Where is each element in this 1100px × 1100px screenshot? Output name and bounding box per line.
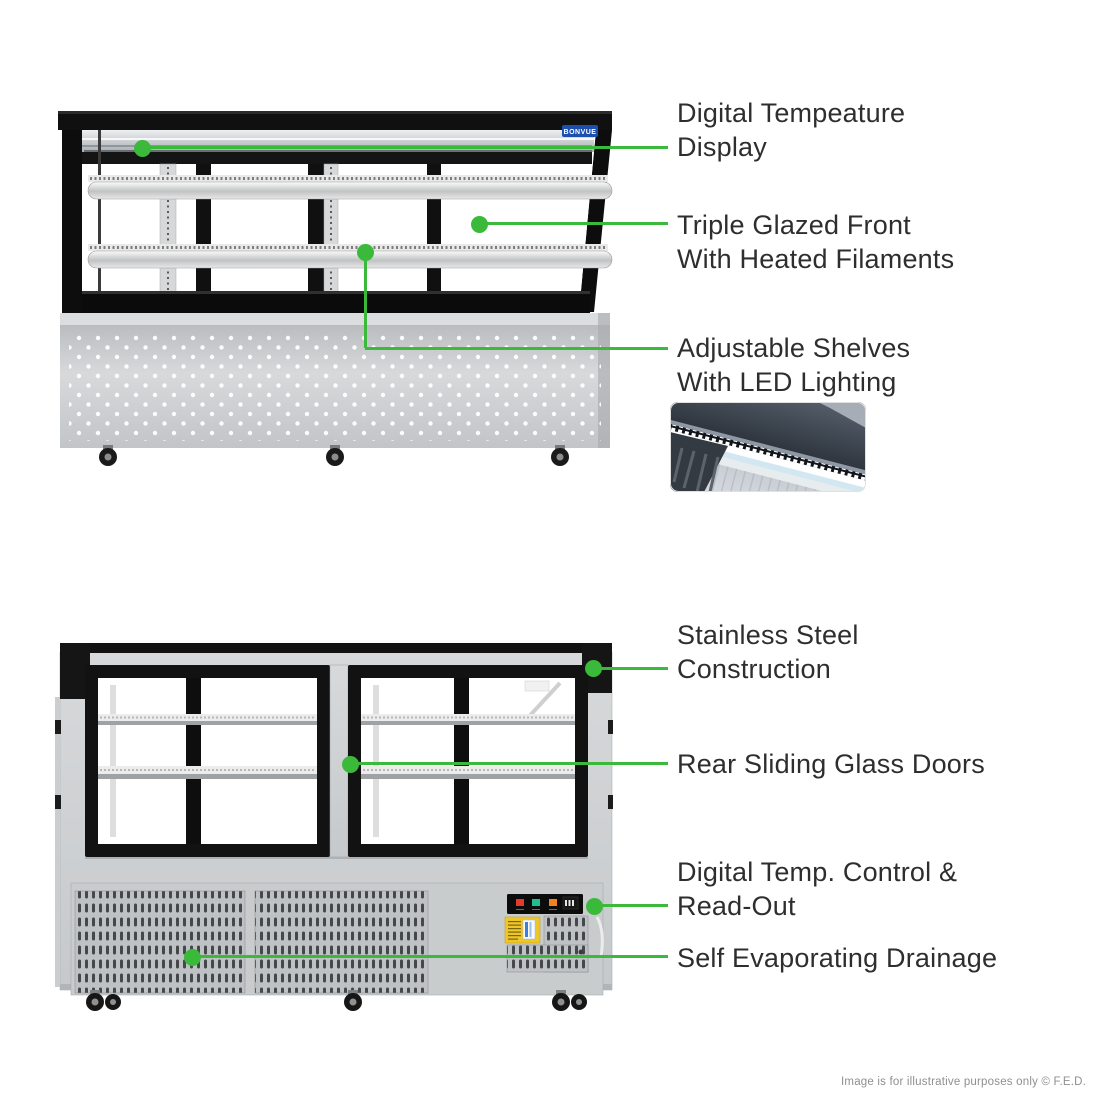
glass-shelf — [87, 244, 613, 269]
callout-line-adjustable-shelves-vertical — [364, 252, 367, 348]
callout-dot-digital-temperature-display — [134, 140, 151, 157]
callout-label-self-evaporating-drainage: Self Evaporating Drainage — [677, 943, 998, 973]
callout-dot-triple-glazed-front — [471, 216, 488, 233]
callout-line-self-evaporating-drainage — [192, 955, 668, 958]
callout-line-rear-sliding-glass-doors — [350, 762, 668, 765]
callout-label-triple-glazed-front: Triple Glazed Front With Heated Filament… — [677, 210, 955, 274]
callout-label-stainless-steel-construction: Stainless Steel Construction — [677, 620, 859, 684]
callout-label-digital-temperature-display: Digital Tempeature Display — [677, 98, 906, 162]
callout-dot-rear-sliding-glass-doors — [342, 756, 359, 773]
led-lighting-inset-photo — [670, 402, 866, 492]
callout-dot-adjustable-shelves — [357, 244, 374, 261]
callout-line-stainless-steel-construction — [593, 667, 668, 670]
callout-line-digital-temperature-display — [142, 146, 668, 149]
perforated-base — [60, 313, 610, 448]
interior-shelves — [98, 714, 575, 779]
sliding-door-assembly — [85, 664, 588, 858]
callout-label-digital-temp-control: Digital Temp. Control & Read-Out — [677, 857, 958, 921]
callout-label-rear-sliding-glass-doors: Rear Sliding Glass Doors — [677, 749, 985, 779]
footer-disclaimer: Image is for illustrative purposes only … — [841, 1076, 1086, 1088]
callout-label-adjustable-shelves: Adjustable Shelves With LED Lighting — [677, 333, 911, 397]
callout-dot-stainless-steel-construction — [585, 660, 602, 677]
temp-control-panel — [507, 894, 583, 914]
caster-wheels — [86, 990, 587, 1011]
brand-logo: BONVUE — [562, 125, 598, 137]
callout-line-digital-temp-control — [594, 904, 668, 907]
callout-line-triple-glazed-front — [479, 222, 668, 225]
rear-view-photo — [55, 643, 613, 1011]
front-view-photo: BONVUE — [58, 111, 613, 466]
callout-dot-digital-temp-control — [586, 898, 603, 915]
callout-dot-self-evaporating-drainage — [184, 949, 201, 966]
callout-line-adjustable-shelves — [365, 347, 668, 350]
caster-wheels — [99, 445, 569, 466]
warning-sticker — [504, 916, 541, 944]
glass-shelf — [87, 175, 613, 200]
display-deck — [82, 291, 590, 313]
svg-text:BONVUE: BONVUE — [564, 129, 597, 136]
